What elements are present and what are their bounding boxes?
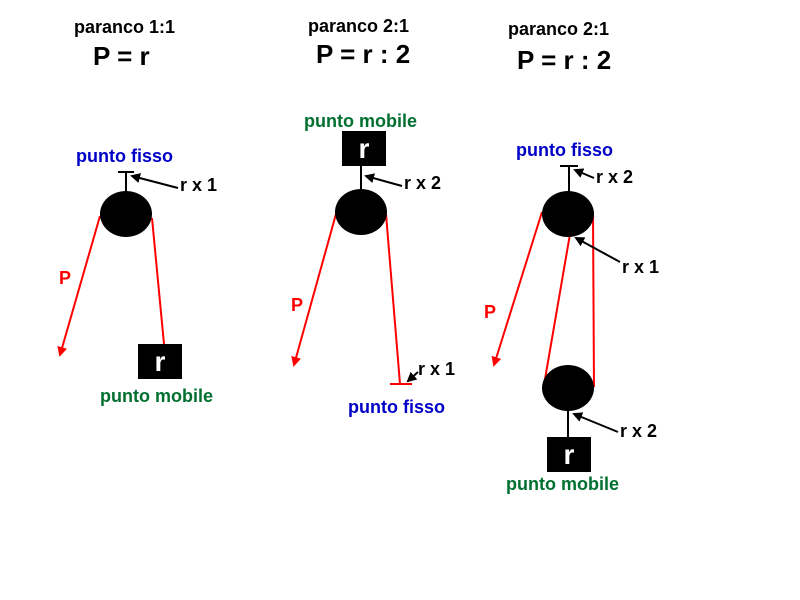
panel-3-load-arrow-bottom	[572, 412, 619, 433]
panel-2-load-arrow-bottom	[406, 371, 419, 383]
panel-1-weight-box: r	[138, 344, 182, 379]
panel-2-force-label: P	[291, 295, 304, 315]
panel-1-load-label: r x 1	[180, 175, 218, 195]
panel-1-title: paranco 1:1	[74, 17, 176, 37]
panel-3-mobile-label: punto mobile	[506, 474, 619, 494]
panel-2-weight-box: r	[342, 131, 386, 166]
panel-1-force-label: P	[59, 268, 72, 288]
panel-2-mobile-label: punto mobile	[304, 111, 417, 131]
panel-2-load-arrow-top	[364, 173, 403, 187]
panel-2-anchor-rope	[385, 213, 401, 385]
panel-2-fixed-label: punto fisso	[348, 397, 445, 417]
panel-3-load-label-bottom: r x 2	[620, 421, 658, 441]
panel-1-drawing	[57, 171, 179, 357]
panel-3-load-label-top: r x 2	[596, 167, 634, 187]
panel-2-force-rope	[291, 213, 337, 367]
panel-2-drawing	[291, 165, 419, 385]
panel-1-fixed-pulley	[100, 191, 152, 237]
panel-3-title: paranco 2:1	[508, 19, 610, 39]
panel-3-formula: P = r : 2	[517, 45, 612, 75]
panel-3-drawing	[491, 165, 621, 440]
panel-3-weight-box: r	[547, 437, 591, 472]
panel-1-formula: P = r	[93, 41, 150, 71]
panel-1-force-rope	[57, 215, 101, 357]
panel-2-formula: P = r : 2	[316, 39, 411, 69]
panel-1-load-arrow	[130, 173, 179, 189]
panel-3-force-rope	[491, 211, 543, 367]
panel-2-load-label-bottom: r x 1	[418, 359, 456, 379]
panel-1-load-rope	[151, 217, 165, 345]
panel-3-force-label: P	[484, 302, 497, 322]
panel-2-title: paranco 2:1	[308, 16, 410, 36]
panel-1-fixed-label: punto fisso	[76, 146, 173, 166]
panel-3-fixed-label: punto fisso	[516, 140, 613, 160]
panel-3-load-label-mid: r x 1	[622, 257, 660, 277]
panel-2-load-label-top: r x 2	[404, 173, 442, 193]
panel-3-mobile-pulley	[542, 365, 594, 411]
panel-3-fixed-pulley	[542, 191, 594, 237]
panel-1-mobile-label: punto mobile	[100, 386, 213, 406]
panel-3-rope-a	[543, 233, 571, 386]
panel-3-load-arrow-top	[573, 168, 595, 179]
panel-3-rope-b	[592, 213, 595, 388]
panel-3-load-arrow-mid	[574, 237, 621, 263]
panel-2-mobile-pulley	[335, 189, 387, 235]
